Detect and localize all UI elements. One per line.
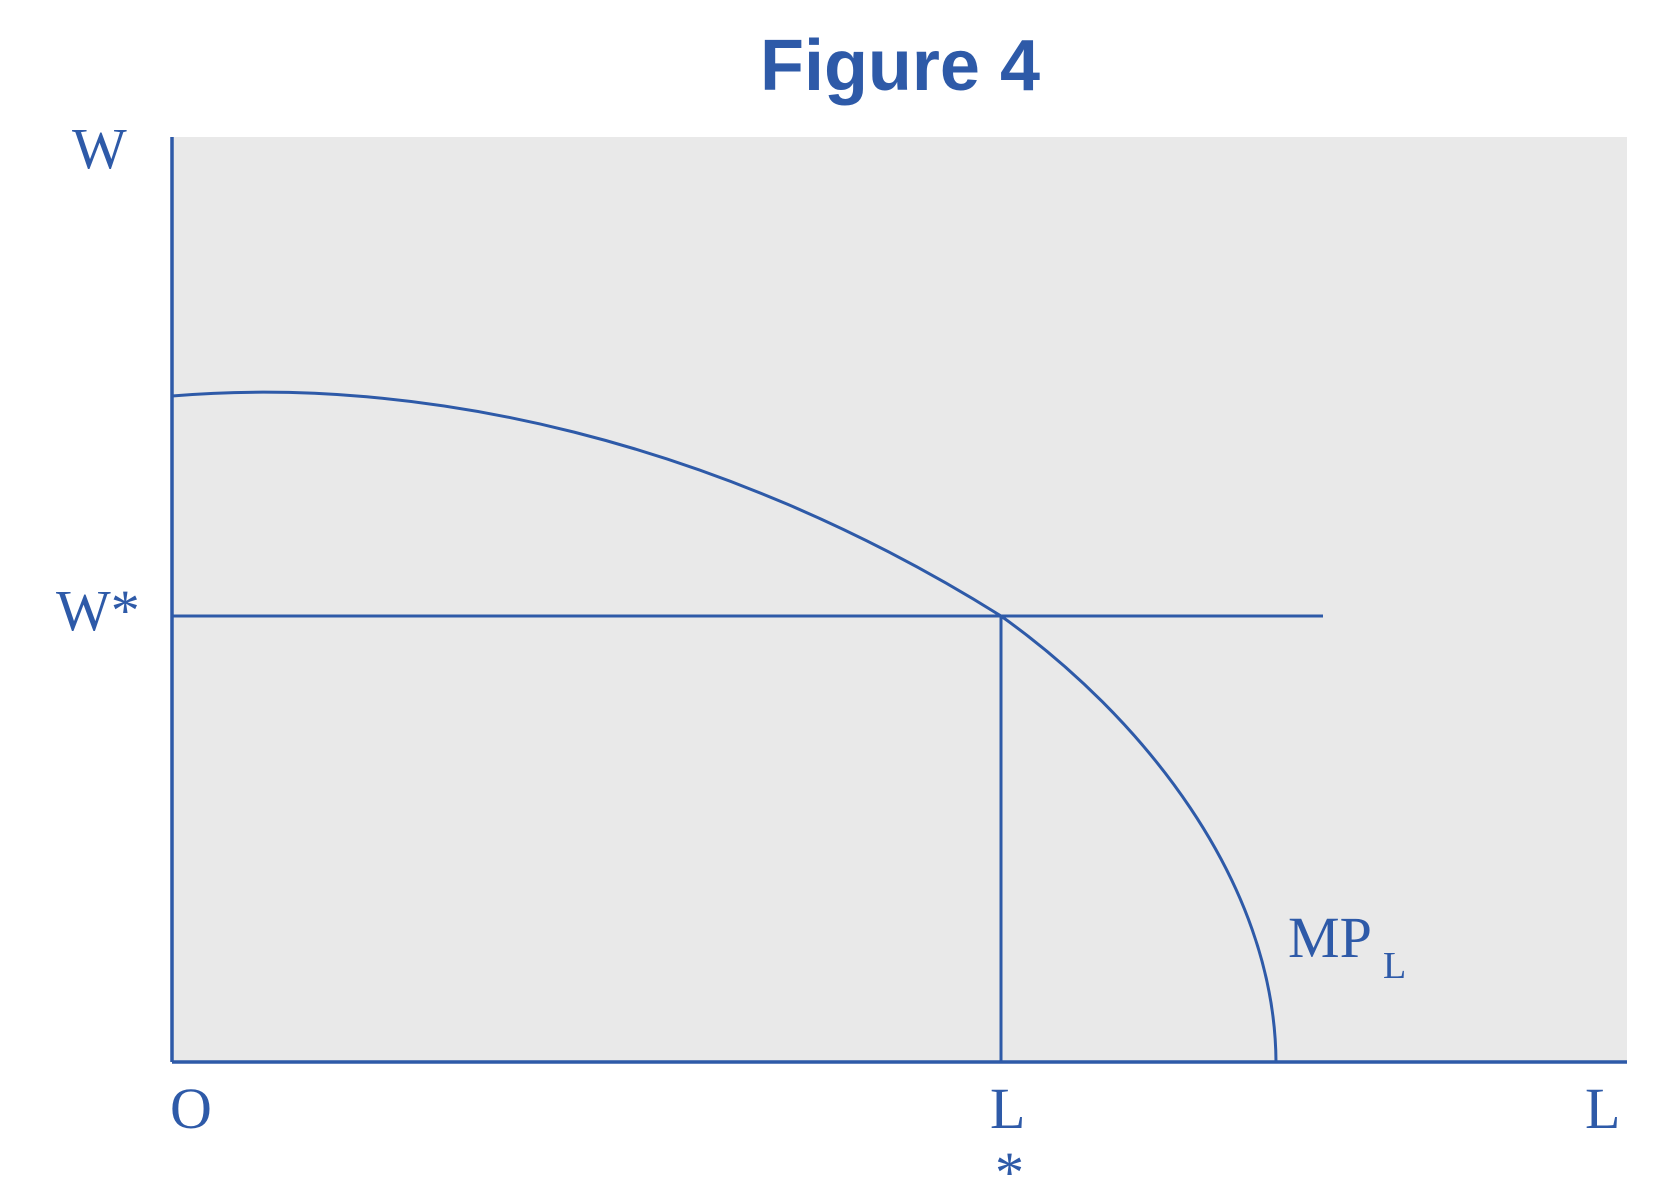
mpl-curve-label-subscript: L — [1383, 945, 1406, 987]
wage-level-label: W* — [56, 578, 140, 643]
labor-level-star: * — [995, 1140, 1024, 1185]
labor-level-label: L — [990, 1076, 1025, 1141]
mpl-curve — [171, 390, 1278, 1063]
mpl-curve-label: MP — [1288, 905, 1372, 970]
plot-area — [172, 137, 1627, 1062]
figure-title: Figure 4 — [760, 26, 1040, 106]
y-axis-label: W — [72, 116, 127, 181]
x-axis-label: L — [1585, 1076, 1620, 1141]
origin-label: O — [170, 1076, 212, 1141]
